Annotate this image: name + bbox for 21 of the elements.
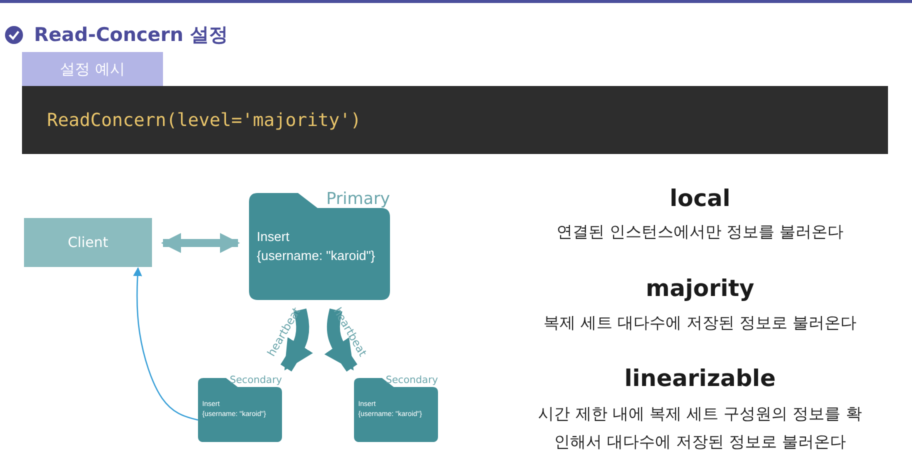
- term-heading: linearizable: [624, 366, 776, 392]
- curved-arrow: [324, 308, 358, 372]
- description: 시간 제한 내에 복제 세트 구성원의 정보를 확인해서 대다수에 저장된 정보로 불러온다: [538, 403, 862, 453]
- node-title: Secondary: [386, 376, 438, 386]
- node-text: {username: "karoid"}: [256, 248, 376, 264]
- term-heading: majority: [646, 276, 754, 302]
- folder-shape: [249, 193, 390, 300]
- double-arrow: [161, 233, 240, 253]
- node-title: Primary: [326, 190, 390, 207]
- term-heading: local: [670, 186, 730, 212]
- code-text: ReadConcern(level='majority'): [47, 110, 362, 131]
- tab-label: 설정 예시: [22, 52, 163, 86]
- curved-arrow: [280, 308, 314, 372]
- title: Read-Concern 설정: [34, 23, 228, 48]
- node-label: Client: [68, 234, 108, 250]
- node-title: Secondary: [230, 376, 282, 386]
- client-box: [24, 218, 152, 267]
- node-text: Insert: [256, 229, 290, 246]
- description: 연결된 인스턴스에서만 정보를 불러온다: [556, 222, 844, 243]
- description: 복제 세트 대다수에 저장된 정보로 불러온다: [543, 313, 857, 334]
- hand-drawn-arrow: [133, 267, 198, 421]
